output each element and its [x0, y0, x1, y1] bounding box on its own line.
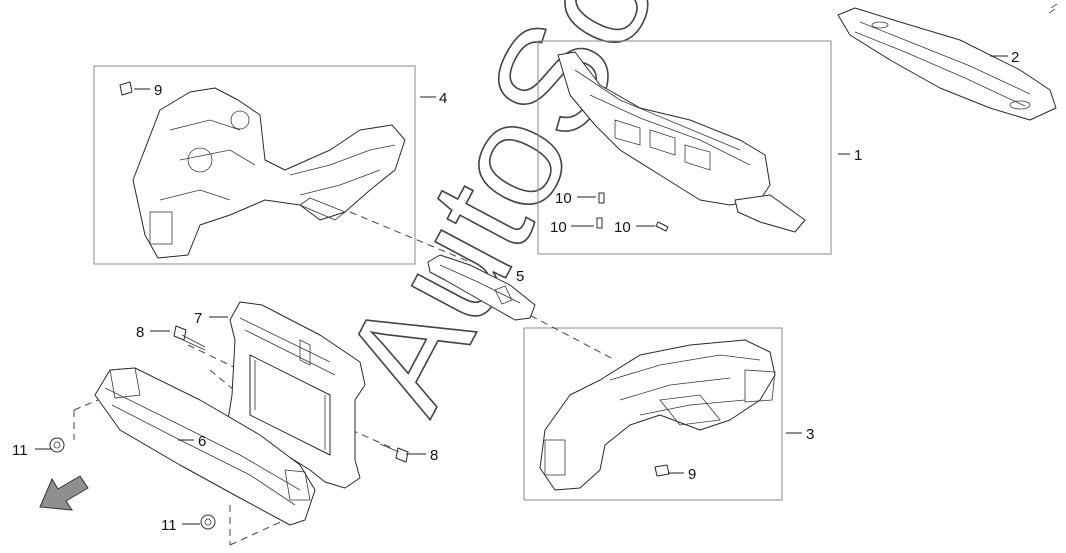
- part-bracket-5: [427, 254, 536, 321]
- clip-9-upper: [119, 81, 133, 96]
- callout-9-upper[interactable]: 9: [154, 82, 162, 99]
- part-front-side-member-left: [132, 87, 406, 259]
- callout-9-lower[interactable]: 9: [688, 466, 696, 483]
- callout-8-lower[interactable]: 8: [430, 447, 438, 464]
- part-radiator-support: [227, 301, 366, 489]
- callout-2[interactable]: 2: [1011, 49, 1019, 66]
- part-dash-panel: [557, 51, 806, 233]
- callout-1[interactable]: 1: [854, 147, 862, 164]
- assembly-lines: [73, 211, 616, 546]
- nut-11-bottom: [200, 514, 216, 530]
- bolt-8-lower: [379, 443, 409, 463]
- callout-8-upper[interactable]: 8: [136, 324, 144, 341]
- callout-10-right[interactable]: 10: [614, 219, 631, 236]
- callout-7[interactable]: 7: [194, 310, 202, 327]
- callout-10-top[interactable]: 10: [555, 190, 572, 207]
- part-front-side-member-right: [539, 339, 776, 491]
- group-box-4: [93, 65, 416, 265]
- corner-mark-icon: [1048, 3, 1058, 14]
- callout-4[interactable]: 4: [439, 90, 447, 107]
- front-direction-arrow-icon: [39, 475, 89, 511]
- group-box-3: [523, 327, 783, 501]
- pin-10-set: [596, 192, 669, 232]
- callout-11-left[interactable]: 11: [12, 442, 28, 459]
- part-cowl-top-panel: [837, 7, 1057, 121]
- bolt-8-upper: [173, 325, 206, 351]
- clip-9-lower: [654, 464, 670, 477]
- callout-6[interactable]: 6: [198, 433, 206, 450]
- callout-10-middle[interactable]: 10: [550, 219, 567, 236]
- callout-3[interactable]: 3: [806, 426, 814, 443]
- callout-5[interactable]: 5: [516, 268, 524, 285]
- leader-lines: [35, 55, 1008, 525]
- part-bumper-beam: [94, 367, 316, 526]
- callout-11-bottom[interactable]: 11: [161, 517, 177, 534]
- nut-11-left: [49, 437, 65, 453]
- group-box-1: [537, 40, 832, 255]
